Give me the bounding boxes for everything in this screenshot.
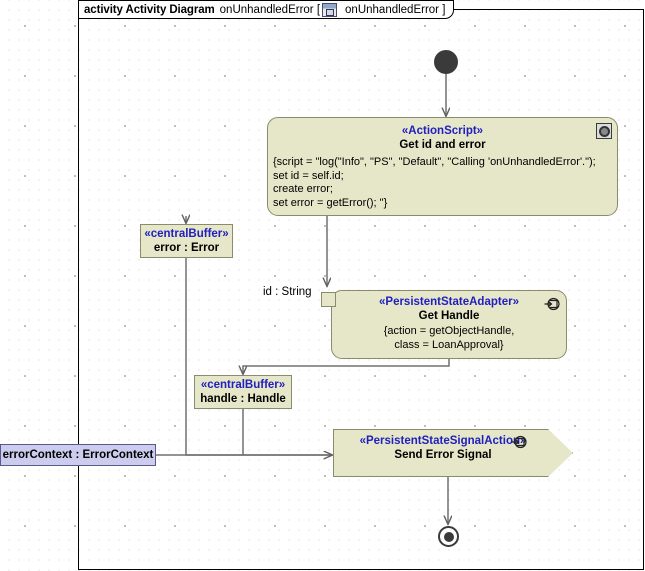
- stereotype-label: «ActionScript»: [401, 125, 484, 137]
- node-title: Get id and error: [399, 139, 486, 151]
- stereotype-label: «PersistentStateSignalAction»: [359, 435, 527, 447]
- node-body-properties: {action = getObjectHandle, class = LoanA…: [383, 325, 515, 351]
- node-body-script: {script = "log("Info", "PS", "Default", …: [273, 156, 596, 209]
- action-node-get-handle[interactable]: «PersistentStateAdapter» Get Handle {act…: [331, 290, 567, 359]
- object-node-error-context[interactable]: errorContext : ErrorContext: [0, 444, 156, 466]
- activity-final-node[interactable]: [438, 526, 459, 547]
- persistent-state-icon: [544, 297, 560, 311]
- signal-action-shape: [333, 429, 573, 477]
- central-buffer-error[interactable]: «centralBuffer» error : Error: [140, 224, 233, 258]
- script-gear-icon: [596, 123, 612, 139]
- node-title: Get Handle: [418, 310, 480, 322]
- node-title: handle : Handle: [200, 393, 286, 405]
- frame-keyword: activity Activity Diagram: [84, 3, 215, 16]
- activity-diagram-icon: [322, 2, 338, 17]
- signal-action-send-error-signal[interactable]: «PersistentStateSignalAction» Send Error…: [333, 429, 573, 477]
- central-buffer-handle[interactable]: «centralBuffer» handle : Handle: [194, 375, 292, 409]
- node-title: Send Error Signal: [394, 449, 492, 461]
- persistent-state-icon: [511, 435, 527, 449]
- stereotype-label: «centralBuffer»: [144, 228, 229, 240]
- object-node-label: errorContext : ErrorContext: [2, 449, 154, 461]
- frame-qualifier: onUnhandledError ]: [345, 3, 446, 16]
- diagram-frame-header[interactable]: activity Activity Diagram onUnhandledErr…: [78, 0, 455, 19]
- stereotype-label: «PersistentStateAdapter»: [379, 296, 519, 308]
- input-pin-id[interactable]: [321, 292, 336, 307]
- frame-name: onUnhandledError [: [219, 3, 321, 16]
- pin-label-id-string: id : String: [263, 286, 312, 298]
- edge-gethandle-to-buffer-handle: [243, 359, 450, 374]
- initial-node[interactable]: [434, 50, 458, 74]
- action-node-get-id-and-error[interactable]: «ActionScript» Get id and error {script …: [267, 117, 618, 216]
- node-title: error : Error: [153, 242, 220, 254]
- stereotype-label: «centralBuffer»: [200, 379, 286, 391]
